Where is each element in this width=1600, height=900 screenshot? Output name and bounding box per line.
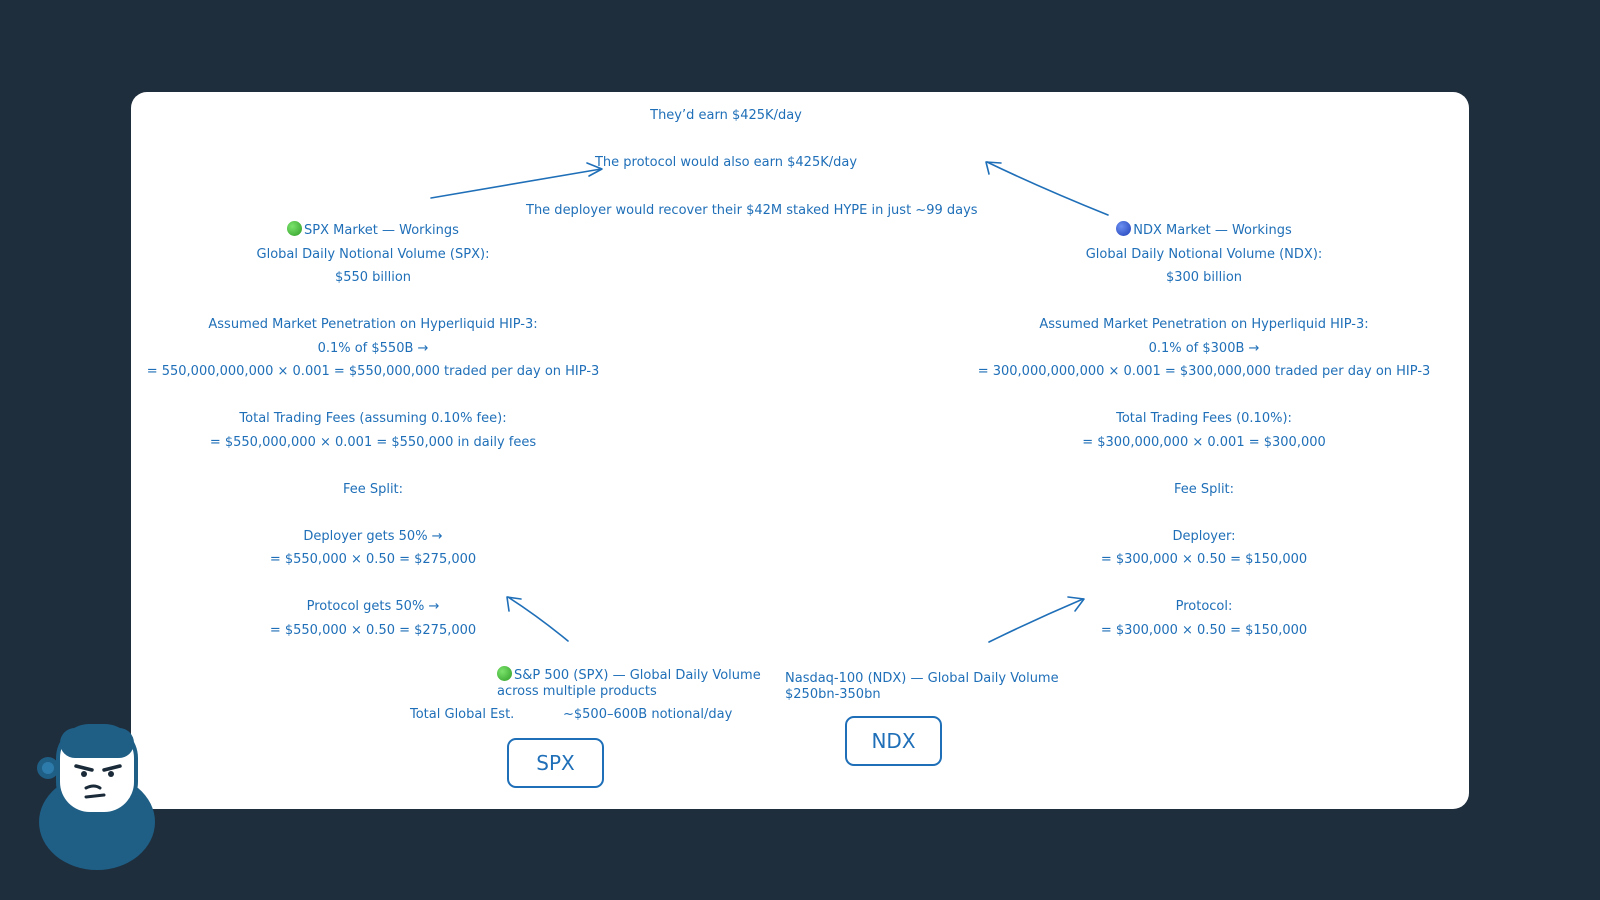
ndx-volume-title: Nasdaq-100 (NDX) — Global Daily Volume: [785, 671, 1059, 686]
summary-earnings: They’d earn $425K/day: [576, 104, 876, 128]
spx-line: [141, 572, 605, 596]
blue-circle-icon: [1116, 221, 1132, 236]
spx-total-label: Total Global Est.: [410, 707, 515, 722]
spx-workings: SPX Market — Workings Global Daily Notio…: [141, 219, 605, 642]
spx-line: $550 billion: [334, 270, 412, 285]
spx-line: [141, 501, 605, 525]
spx-line: = $550,000,000 × 0.001 = $550,000 in dai…: [209, 434, 537, 450]
ndx-line: Deployer:: [1172, 528, 1236, 544]
ndx-line: 0.1% of $300B →: [1148, 340, 1260, 356]
spx-line: [141, 384, 605, 408]
green-circle-icon: [497, 666, 512, 681]
ndx-line: = $300,000 × 0.50 = $150,000: [1100, 552, 1308, 567]
spx-volume-subtitle: across multiple products: [497, 684, 657, 699]
summary-deployer: The deployer would recover their $42M st…: [526, 199, 978, 223]
spx-line: Deployer gets 50% →: [303, 528, 443, 544]
spx-total-value: ~$500–600B notional/day: [563, 707, 733, 722]
ndx-line: = $300,000 × 0.50 = $150,000: [1100, 622, 1308, 638]
spx-line: Total Trading Fees (assuming 0.10% fee):: [239, 411, 507, 426]
ndx-line: Protocol:: [1175, 599, 1233, 614]
spx-line: Assumed Market Penetration on Hyperliqui…: [208, 317, 538, 332]
spx-line: Global Daily Notional Volume (SPX):: [256, 246, 490, 262]
ndx-line: $300 billion: [1165, 270, 1243, 285]
summary-they-earn: They’d earn $425K/day: [650, 108, 802, 123]
spx-volume-title: S&P 500 (SPX) — Global Daily Volume: [497, 666, 761, 684]
ndx-line: Global Daily Notional Volume (NDX):: [1085, 246, 1323, 262]
ndx-line: Assumed Market Penetration on Hyperliqui…: [1039, 317, 1369, 332]
ndx-line: = $300,000,000 × 0.001 = $300,000: [1082, 434, 1326, 450]
ndx-line: [969, 290, 1439, 314]
spx-line: = $550,000 × 0.50 = $275,000: [269, 622, 477, 638]
spx-line: [141, 454, 605, 478]
ndx-line: [969, 572, 1439, 596]
summary-deployer-recover: The deployer would recover their $42M st…: [526, 203, 978, 218]
spx-line: = 550,000,000,000 × 0.001 = $550,000,000…: [146, 364, 600, 379]
spx-line: [141, 290, 605, 314]
ndx-workings-heading: NDX Market — Workings: [969, 219, 1439, 243]
ndx-line: [969, 454, 1439, 478]
ndx-line: [969, 501, 1439, 525]
whiteboard-canvas: They’d earn $425K/day The protocol would…: [131, 92, 1469, 809]
ndx-volume-note: Nasdaq-100 (NDX) — Global Daily Volume $…: [785, 671, 1059, 703]
summary-protocol-earn: The protocol would also earn $425K/day: [594, 155, 858, 170]
ndx-volume-range: $250bn-350bn: [785, 687, 881, 702]
ndx-line: Total Trading Fees (0.10%):: [1116, 411, 1292, 426]
gorilla-mascot-icon: [37, 724, 155, 870]
spx-line: = $550,000 × 0.50 = $275,000: [269, 552, 477, 567]
ndx-line: = 300,000,000,000 × 0.001 = $300,000,000…: [977, 364, 1431, 379]
spx-box[interactable]: SPX: [507, 738, 604, 788]
ndx-line: Fee Split:: [1173, 481, 1235, 497]
summary-protocol: The protocol would also earn $425K/day: [576, 151, 876, 175]
green-circle-icon: [287, 221, 303, 236]
arrow-ndx-to-summary: [985, 161, 1109, 216]
spx-line: 0.1% of $550B →: [317, 340, 429, 356]
spx-line: Protocol gets 50% →: [306, 599, 440, 614]
spx-workings-heading: SPX Market — Workings: [141, 219, 605, 243]
spx-line: Fee Split:: [342, 481, 404, 497]
spx-volume-note: S&P 500 (SPX) — Global Daily Volume acro…: [497, 666, 761, 700]
ndx-box[interactable]: NDX: [845, 716, 942, 766]
ndx-workings: NDX Market — Workings Global Daily Notio…: [969, 219, 1439, 642]
ndx-line: [969, 384, 1439, 408]
